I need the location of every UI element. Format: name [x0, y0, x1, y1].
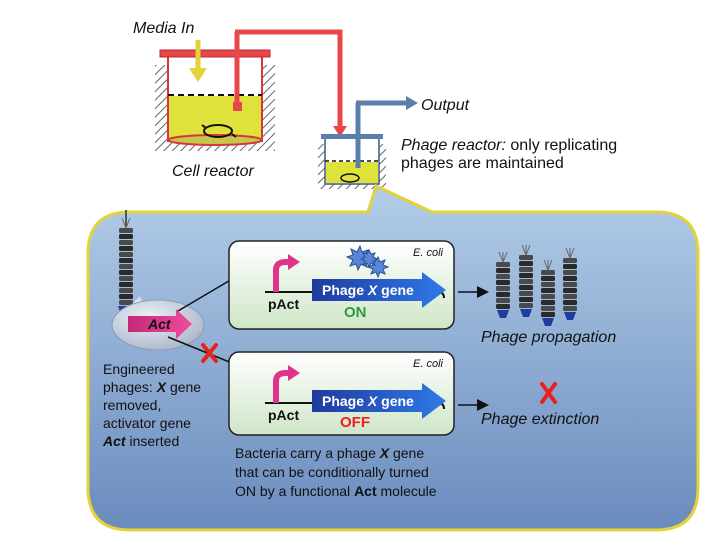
off-state-label: OFF: [340, 414, 370, 431]
phage-propagation-label: Phage propagation: [481, 329, 617, 346]
blocked-x-mark: [201, 343, 218, 363]
on-state-label: ON: [344, 304, 367, 321]
on-box-pact-label: pAct: [268, 296, 300, 312]
progeny-phage-1: [496, 251, 510, 318]
extinction-x-mark: [540, 382, 557, 404]
on-box-ecoli-label: E. coli: [413, 247, 443, 259]
bacteria-description: Bacteria carry a phage X gene that can b…: [235, 445, 437, 499]
act-label: Act: [148, 316, 171, 332]
on-box-gene-label: Phage X gene: [322, 282, 414, 298]
cell-reactor-label: Cell reactor: [172, 163, 254, 180]
box-on: [228, 240, 455, 330]
off-box-ecoli-label: E. coli: [413, 358, 443, 370]
off-box-gene-label: Phage X gene: [322, 393, 414, 409]
progeny-phage-3: [541, 259, 555, 326]
output-label: Output: [421, 97, 470, 114]
box-off: [228, 351, 455, 436]
engineered-description: Engineered phages: X gene removed, activ…: [103, 361, 202, 449]
off-box-pact-label: pAct: [268, 407, 300, 423]
act-arrow: [128, 309, 192, 339]
cell-reactor: [155, 29, 347, 151]
engineered-phage-body: [119, 217, 133, 314]
phage-extinction-label: Phage extinction: [481, 411, 600, 428]
propagated-phages: [496, 244, 577, 326]
progeny-phage-2: [519, 244, 533, 317]
phage-reactor-caption: Phage reactor: only replicating phages a…: [401, 137, 618, 173]
progeny-phage-4: [563, 247, 577, 320]
phage-reactor: [318, 96, 418, 189]
media-in-label: Media In: [133, 20, 195, 37]
